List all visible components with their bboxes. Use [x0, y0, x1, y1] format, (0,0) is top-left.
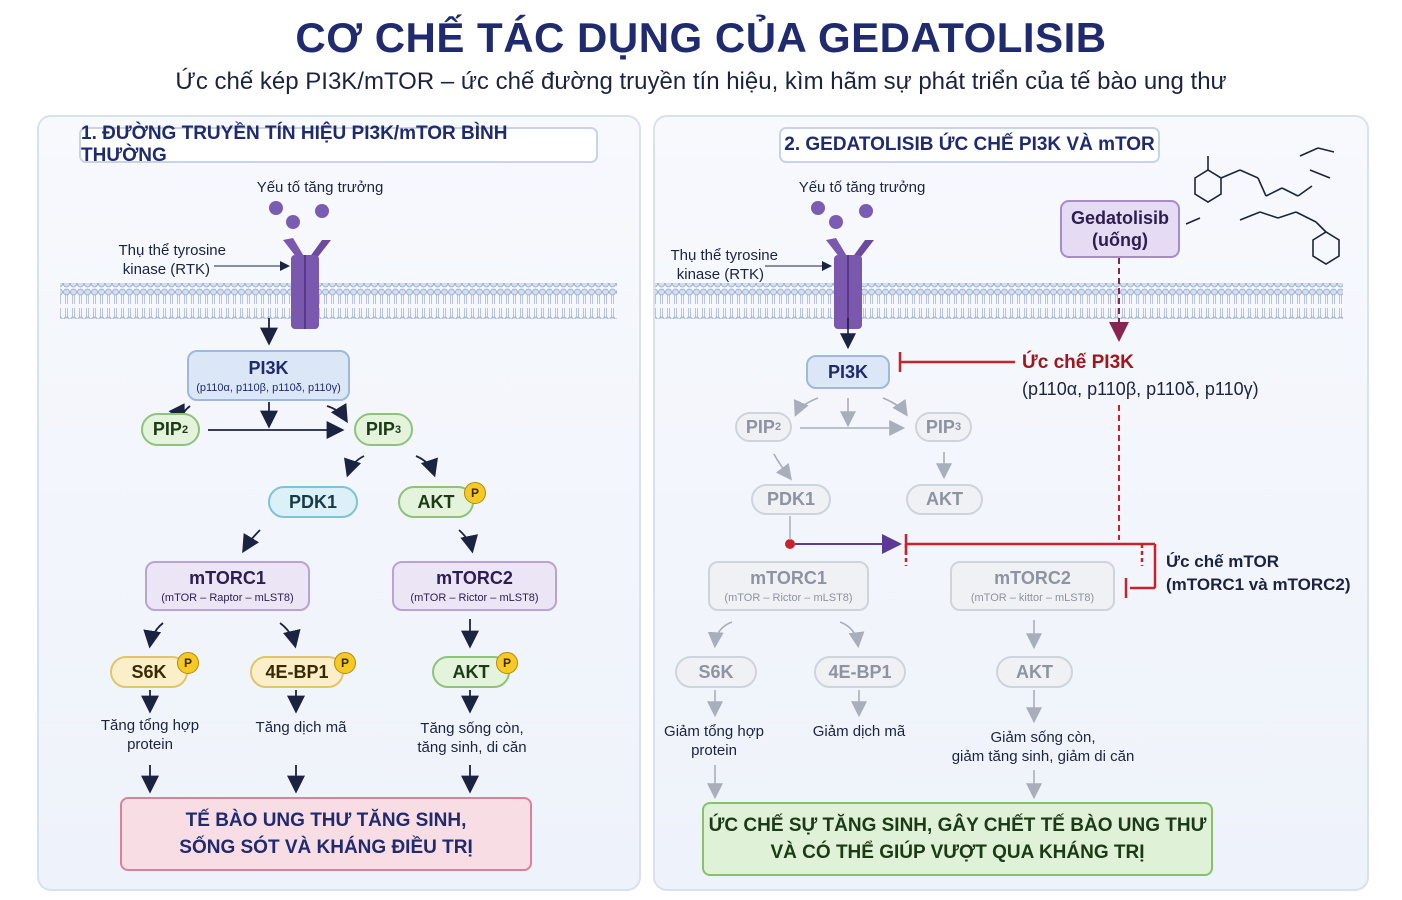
- pi3k-subunits: (p110α, p110β, p110δ, p110γ): [196, 381, 341, 394]
- mtorc1-node-right: mTORC1 (mTOR – Rictor – mLST8): [708, 561, 869, 611]
- mtorc1-sub: (mTOR – Raptor – mLST8): [161, 592, 294, 604]
- mtorc2-sub: (mTOR – kittor – mLST8): [970, 592, 1095, 604]
- growth-factor-label-right: Yếu tố tăng trưởng: [798, 179, 926, 196]
- pip2-sub: 2: [774, 421, 782, 433]
- effect3-left-line1: Tăng sống còn,: [420, 720, 524, 737]
- inhibit-mtor-sub: (mTORC1 và mTORC2): [1166, 575, 1351, 594]
- pdk1-node-right: PDK1: [751, 484, 831, 515]
- rtk-label-left-line1: Thụ thể tyrosine: [118, 242, 226, 259]
- inhibit-mtor-title: Ức chế mTOR: [1166, 552, 1279, 571]
- effect3-right: Giảm sống còn, giảm tăng sinh, giảm di c…: [928, 728, 1158, 766]
- pip3-base: PIP: [925, 416, 955, 437]
- mtorc1-node-left: mTORC1 (mTOR – Raptor – mLST8): [145, 561, 310, 611]
- drug-route: (uống): [1092, 230, 1148, 250]
- rtk-label-right: Thụ thể tyrosine kinase (RTK): [648, 246, 778, 284]
- receptor-left: [214, 201, 331, 329]
- cell-membrane-left: [60, 283, 617, 319]
- 4ebp1-node-right: 4E-BP1: [814, 656, 906, 688]
- phospho-badge: P: [334, 652, 356, 674]
- effect3-left: Tăng sống còn, tăng sinh, di căn: [392, 719, 552, 757]
- outcome-right-line2: VÀ CÓ THỂ GIÚP VƯỢT QUA KHÁNG TRỊ: [770, 842, 1145, 863]
- s6k-node-left: S6K: [110, 656, 188, 688]
- mtorc2-node-right: mTORC2 (mTOR – kittor – mLST8): [950, 561, 1115, 611]
- rtk-label-left: Thụ thể tyrosine kinase (RTK): [96, 241, 226, 279]
- pi3k-label: PI3K: [248, 357, 289, 378]
- mtor-inhibition: [904, 534, 1157, 598]
- left-panel-title: 1. ĐƯỜNG TRUYỀN TÍN HIỆU PI3K/mTOR BÌNH …: [79, 123, 598, 166]
- page-subtitle: Ức chế kép PI3K/mTOR – ức chế đường truy…: [175, 68, 1227, 95]
- cell-membrane-right: [655, 283, 1343, 319]
- effect1-right-line1: Giảm tổng hợp: [664, 723, 764, 740]
- akt-node-right: AKT: [906, 484, 983, 515]
- growth-factor-label-left: Yếu tố tăng trưởng: [256, 179, 384, 196]
- effect1-left-line2: protein: [127, 736, 173, 753]
- inhibit-pi3k-label: Ức chế PI3K (p110α, p110β, p110δ, p110γ): [1022, 350, 1282, 402]
- pip3-sub: 3: [394, 423, 402, 436]
- outcome-right-line1: ỨC CHẾ SỰ TĂNG SINH, GÂY CHẾT TẾ BÀO UNG…: [708, 815, 1207, 836]
- inhibit-mtor-label: Ức chế mTOR (mTORC1 và mTORC2): [1166, 550, 1356, 596]
- pi3k-node-left: PI3K (p110α, p110β, p110δ, p110γ): [187, 350, 350, 401]
- rtk-label-right-line2: kinase (RTK): [676, 266, 764, 283]
- effect3-right-line1: Giảm sống còn,: [990, 729, 1096, 746]
- phospho-badge: P: [496, 652, 518, 674]
- pip2-base: PIP: [152, 419, 182, 439]
- phospho-badge: P: [177, 652, 199, 674]
- mtorc1-label: mTORC1: [189, 568, 266, 588]
- 4ebp1-node-left: 4E-BP1: [250, 656, 344, 688]
- pip2-base: PIP: [745, 416, 775, 437]
- effect3-right-line2: giảm tăng sinh, giảm di căn: [951, 748, 1135, 765]
- pip3-base: PIP: [365, 419, 395, 439]
- akt-node-left: AKT: [398, 486, 474, 518]
- mtorc2-sub: (mTOR – Rictor – mLST8): [410, 592, 539, 604]
- chemical-structure: [1185, 147, 1340, 265]
- inhibit-pi3k-title: Ức chế PI3K: [1022, 352, 1134, 373]
- pi3k-inhibition: [898, 352, 1015, 372]
- s6k-node-right: S6K: [675, 656, 757, 688]
- left-panel: [37, 115, 641, 891]
- receptor-right: [765, 201, 874, 329]
- pdk1-node-left: PDK1: [268, 486, 358, 518]
- pip2-sub: 2: [181, 423, 189, 436]
- mtorc2-node-left: mTORC2 (mTOR – Rictor – mLST8): [392, 561, 557, 611]
- page-title: CƠ CHẾ TÁC DỤNG CỦA GEDATOLISIB: [295, 14, 1107, 61]
- inhibit-pi3k-subunits: (p110α, p110β, p110δ, p110γ): [1022, 379, 1259, 399]
- akt2-node-right: AKT: [996, 656, 1073, 688]
- effect1-right: Giảm tổng hợp protein: [644, 722, 784, 760]
- outcome-right: ỨC CHẾ SỰ TĂNG SINH, GÂY CHẾT TẾ BÀO UNG…: [702, 802, 1213, 876]
- mtorc1-sub: (mTOR – Rictor – mLST8): [724, 592, 853, 604]
- rtk-label-left-line2: kinase (RTK): [122, 261, 210, 278]
- effect2-right: Giảm dịch mã: [812, 723, 906, 740]
- effect2-left: Tăng dịch mã: [255, 719, 347, 736]
- gedatolisib-drug-box: Gedatolisib (uống): [1060, 200, 1180, 258]
- outcome-left-line2: SỐNG SÓT VÀ KHÁNG ĐIỀU TRỊ: [179, 837, 473, 858]
- outcome-left: TẾ BÀO UNG THƯ TĂNG SINH, SỐNG SÓT VÀ KH…: [120, 797, 532, 871]
- pi3k-node-right: PI3K: [806, 355, 890, 389]
- drug-name: Gedatolisib: [1070, 208, 1169, 228]
- phospho-badge: P: [464, 482, 486, 504]
- effect1-left-line1: Tăng tổng hợp: [100, 717, 200, 734]
- outcome-left-line1: TẾ BÀO UNG THƯ TĂNG SINH,: [185, 810, 467, 831]
- effect3-left-line2: tăng sinh, di căn: [417, 739, 527, 756]
- rtk-label-right-line1: Thụ thể tyrosine: [670, 247, 778, 264]
- mtorc2-label: mTORC2: [994, 568, 1071, 588]
- effect1-right-line2: protein: [691, 742, 737, 759]
- mtorc1-label: mTORC1: [750, 568, 827, 588]
- pip3-sub: 3: [954, 421, 962, 433]
- right-panel-title: 2. GEDATOLISIB ỨC CHẾ PI3K VÀ mTOR: [779, 127, 1160, 163]
- mtorc2-label: mTORC2: [436, 568, 513, 588]
- effect1-left: Tăng tổng hợp protein: [80, 716, 220, 754]
